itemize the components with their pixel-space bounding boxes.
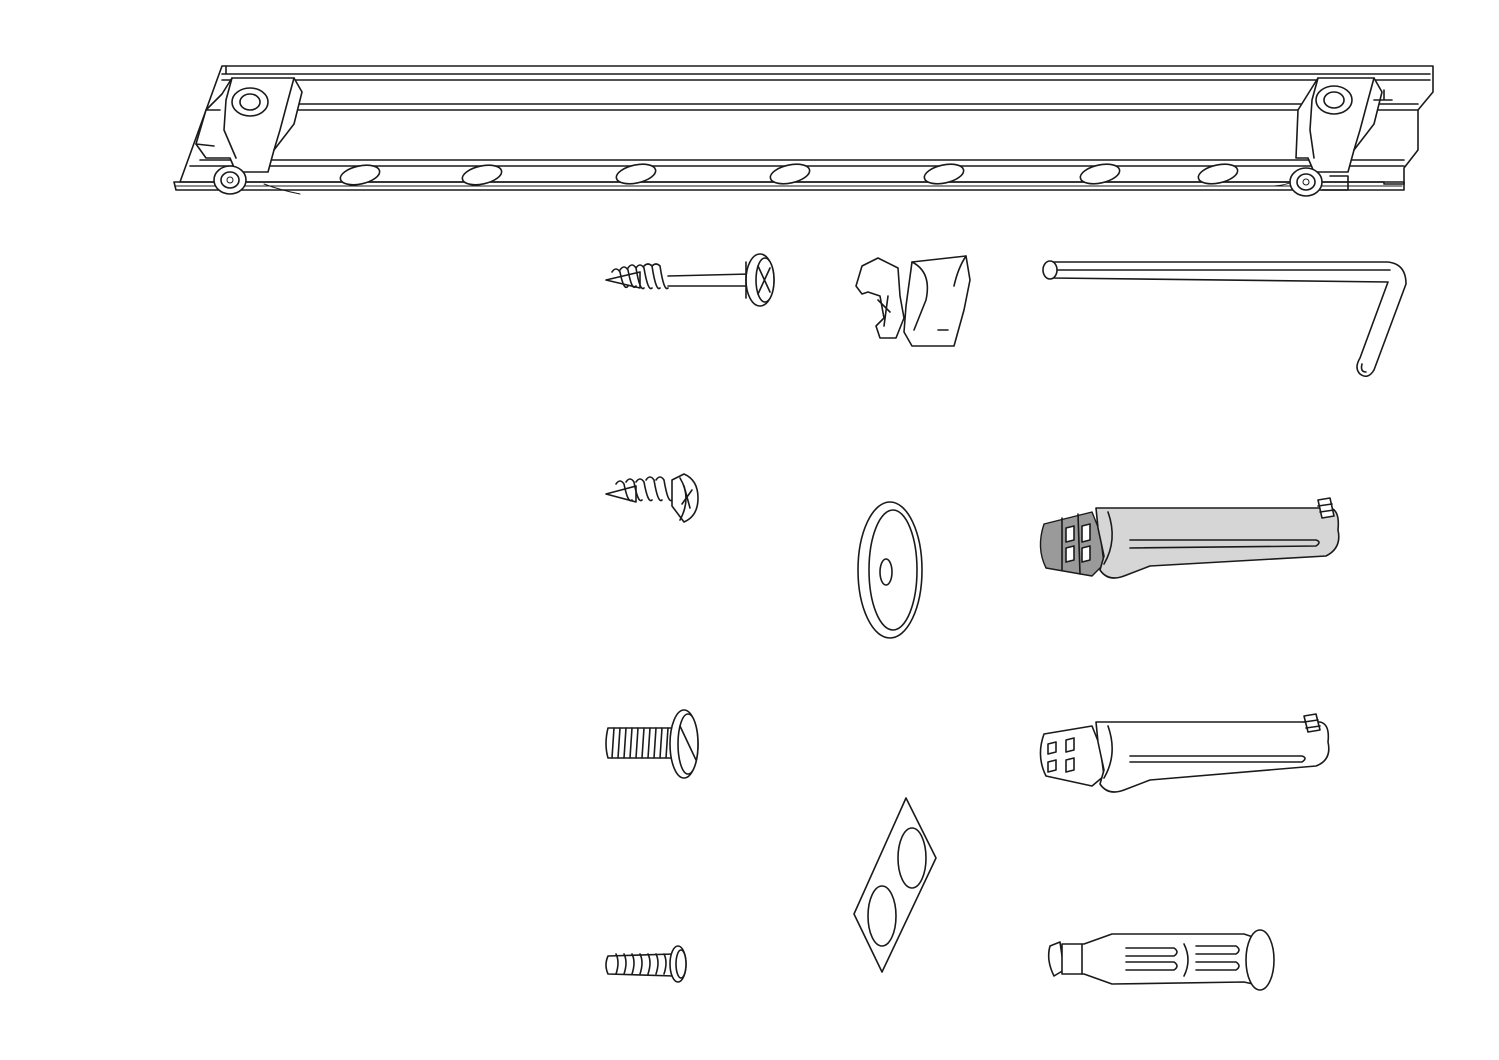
- cable-clip-icon: [856, 256, 970, 346]
- short-screw-icon: [606, 946, 686, 982]
- allen-key-icon: [1043, 261, 1406, 376]
- adhesive-pad-icon: [854, 798, 936, 972]
- arm-bracket-icon: [1040, 714, 1328, 792]
- arm-bracket-icon: [1040, 498, 1338, 578]
- wall-rail-icon: [174, 66, 1433, 196]
- wall-anchor-icon: [1049, 930, 1274, 990]
- countersunk-screw-icon: [606, 474, 698, 522]
- wood-screw-icon: [606, 254, 774, 306]
- washer-icon: [858, 502, 922, 638]
- machine-screw-icon: [606, 710, 698, 778]
